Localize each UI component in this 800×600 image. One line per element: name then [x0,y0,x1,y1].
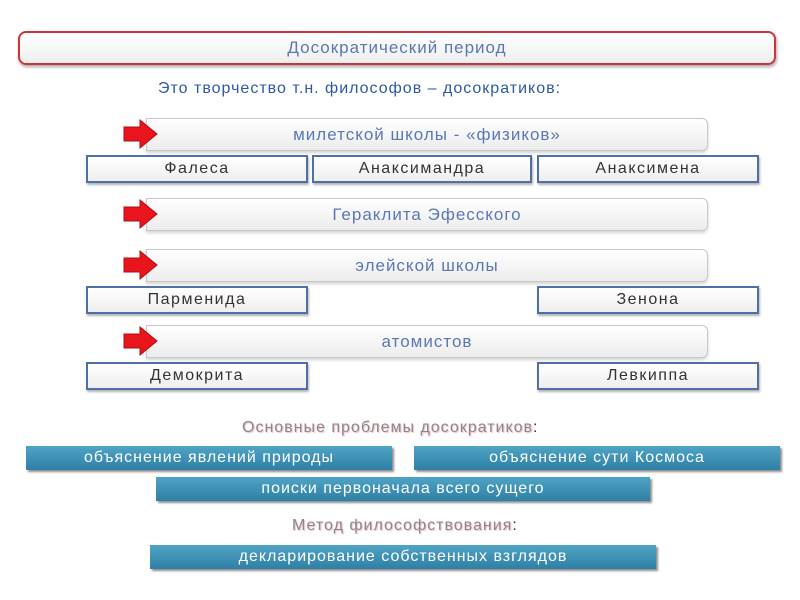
philosopher-anaximander: Анаксимандра [312,155,532,183]
method-heading-colon: : [512,517,518,534]
problem-item: поиски первоначала всего сущего [156,477,650,501]
method-item: декларирование собственных взглядов [150,545,656,569]
red-arrow-icon [123,326,158,356]
red-arrow-icon [123,199,158,229]
philosopher-parmenides: Парменида [86,286,308,314]
problems-heading: Основные проблемы досократиков: [242,419,642,437]
problem-item: объяснение сути Космоса [414,446,780,470]
philosopher-zeno: Зенона [537,286,759,314]
philosopher-thales: Фалеса [86,155,308,183]
red-arrow-icon [123,119,158,149]
band-eleatic-school: элейской школы [146,249,708,282]
band-heraclitus: Гераклита Эфесского [146,198,708,231]
method-heading-text: Метод философствования [292,517,513,534]
page-title: Досократический период [18,31,776,65]
problems-heading-colon: : [533,419,539,436]
problem-item: объяснение явлений природы [26,446,392,470]
problems-heading-text: Основные проблемы досократиков [242,419,534,436]
red-arrow-icon [123,250,158,280]
philosopher-leucippus: Левкиппа [537,362,759,390]
subtitle: Это творчество т.н. философов – досократ… [158,80,562,97]
band-atomists: атомистов [146,325,708,358]
method-heading: Метод философствования: [292,517,612,535]
philosopher-democritus: Демокрита [86,362,308,390]
philosopher-anaximenes: Анаксимена [537,155,759,183]
band-miletus-school: милетской школы - «физиков» [146,118,708,151]
